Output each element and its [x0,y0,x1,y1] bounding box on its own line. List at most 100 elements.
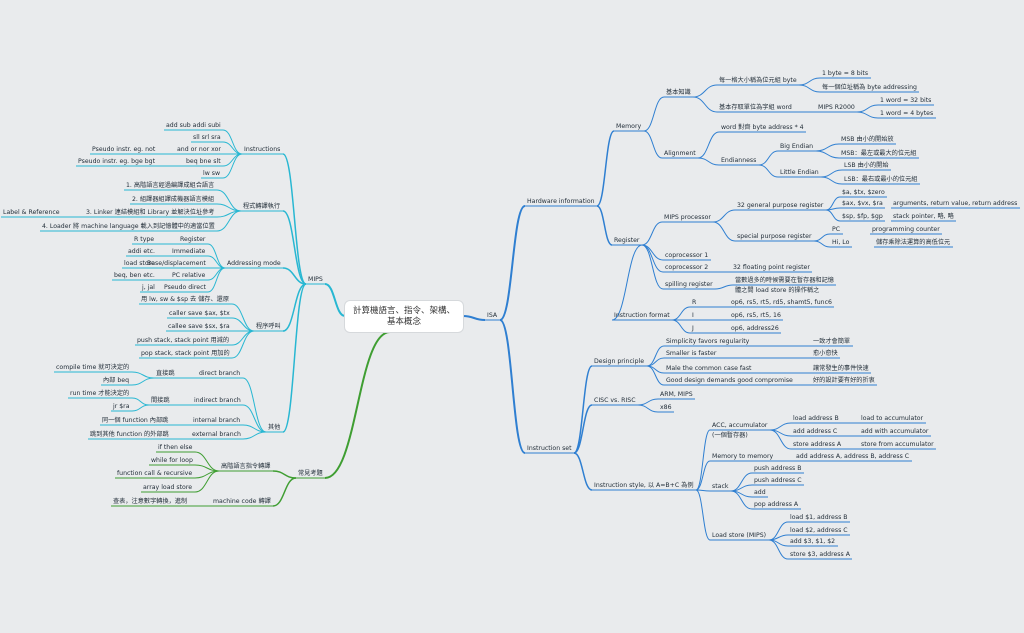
node-stk2[interactable]: add [754,489,766,496]
node-cmp3[interactable]: 4. Loader 將 machine language 載入到記憶體中的適當位… [42,223,215,230]
node-ins3[interactable]: beq bne slt [186,158,221,165]
node-lr[interactable]: Label & Reference [3,209,60,216]
node-exam[interactable]: 常見考題 [298,470,323,477]
node-c0[interactable]: ARM, MIPS [660,391,693,398]
node-gpd1[interactable]: arguments, return value, return address [893,200,1018,207]
node-ints[interactable]: 同一個 function 內部跳 [102,417,169,424]
node-acc0[interactable]: load address B [793,415,839,422]
node-acc2[interactable]: store address A [793,441,842,448]
node-call0[interactable]: 用 lw, sw & $sp 去 儲存、還原 [141,296,230,303]
node-byte[interactable]: 每一格大小稱為位元組 byte [719,77,797,84]
node-ind1[interactable]: jr $ra [113,403,130,410]
node-sp1[interactable]: Hi, Lo [832,239,850,246]
node-big[interactable]: Big Endian [780,143,814,150]
node-dpd2[interactable]: 讓常發生的事件快速 [813,365,869,372]
node-adm4[interactable]: Pseudo direct [164,284,206,291]
node-ifd2[interactable]: op6, address26 [731,325,779,332]
node-mp[interactable]: MIPS processor [664,214,711,221]
node-lit[interactable]: Little Endian [780,169,819,176]
node-cmp0[interactable]: 1. 高階語言經過編譯成組合語言 [126,182,215,189]
node-ind0[interactable]: run time 才能決定的 [70,390,130,397]
node-c1[interactable]: x86 [660,404,672,411]
node-inds[interactable]: 間接跳 [151,397,170,404]
node-mem[interactable]: Memory [616,123,642,130]
node-admk4[interactable]: j, jal [142,284,155,291]
node-b0[interactable]: 1 byte = 8 bits [822,70,869,77]
node-cop1[interactable]: coprocessor 1 [665,252,709,259]
node-b1[interactable]: 每一個位址稱為 byte addressing [822,84,917,91]
node-m2mi[interactable]: add address A, address B, address C [796,453,910,460]
node-bg1[interactable]: MSB：最左或最大的位元組 [841,150,917,157]
node-stk[interactable]: stack [712,483,729,490]
node-stk0[interactable]: push address B [754,465,802,472]
node-acc1[interactable]: add address C [793,428,838,435]
node-isa[interactable]: ISA [487,312,498,319]
node-mips[interactable]: MIPS [308,276,323,283]
node-mc0[interactable]: 查表，注意數字轉換，進制 [113,498,188,505]
node-call1[interactable]: caller save $ax, $tx [169,310,230,317]
node-spill[interactable]: spilling register [665,281,713,288]
node-align[interactable]: Alignment [664,150,696,157]
node-word[interactable]: 基本存取單位為字組 word [719,104,792,111]
node-sp[interactable]: special purpose register [737,233,812,240]
node-cmp2[interactable]: 3. Linker 連結模組和 Library 並解決位址參考 [86,209,215,216]
node-adm1[interactable]: Immediate [172,248,206,255]
node-ifd1[interactable]: op6, rs5, rt5, 16 [731,312,781,319]
node-call2[interactable]: callee save $sx, $ra [168,323,230,330]
node-st[interactable]: Instruction style, 以 A=B+C 為例 [594,482,694,489]
node-admk2[interactable]: load store [124,260,155,267]
node-cmp1[interactable]: 2. 組譯器組譯成機器語言模組 [132,196,215,203]
node-hll[interactable]: 高階語言指令轉譯 [221,463,271,470]
node-dp[interactable]: Design principle [594,358,645,365]
node-cisc[interactable]: CISC vs. RISC [594,397,636,404]
node-dir[interactable]: direct branch [199,370,241,377]
node-ls2[interactable]: add $3, $1, $2 [790,538,836,545]
node-gp[interactable]: 32 general purpose register [737,202,824,209]
node-dir0[interactable]: compile time 就可決定的 [56,364,130,371]
node-adm3[interactable]: PC relative [172,272,206,279]
node-cop2n[interactable]: 32 floating point register [733,264,810,271]
node-call4[interactable]: pop stack, stack point 用加的 [141,350,230,357]
node-acc-label2[interactable]: (一個暫存器) [712,432,748,439]
node-ifmt[interactable]: Instruction format [614,312,670,319]
node-ls[interactable]: Load store (MIPS) [712,532,767,539]
node-spd1[interactable]: 儲存乘除法運算的高低位元 [876,239,951,246]
node-dp0[interactable]: Simplicity favors regularity [666,338,750,345]
node-wm[interactable]: MIPS R2000 [818,104,855,111]
node-ls3[interactable]: store $3, address A [790,551,850,558]
node-insp2[interactable]: Pseudo instr. eg. not [92,146,156,153]
node-hw[interactable]: Hardware information [527,198,595,205]
node-gp1[interactable]: $ax, $vx, $ra [842,200,883,207]
node-ind[interactable]: indirect branch [194,397,241,404]
node-exts[interactable]: 跳到其他 function 的外部跳 [90,431,169,438]
node-m2m[interactable]: Memory to memory [712,453,774,460]
node-dpd3[interactable]: 好的設計要有好的折衷 [813,377,875,384]
node-dp3[interactable]: Good design demands good compromise [666,377,793,384]
node-lt0[interactable]: LSB 由小的開始 [844,162,889,169]
node-spn1[interactable]: 當數過多的時候需要在暫存器和記憶 [735,277,834,284]
node-accd2[interactable]: store from accumulator [861,441,934,448]
node-if2[interactable]: J [692,325,694,332]
node-mc[interactable]: machine code 轉譯 [213,498,271,505]
node-int[interactable]: internal branch [193,417,241,424]
node-insp3[interactable]: Pseudo instr. eg. bge bgt [78,158,156,165]
node-bg0[interactable]: MSB 由小的開始放 [841,136,894,143]
node-dp2[interactable]: Male the common case fast [666,365,752,372]
node-ls1[interactable]: load $2, address C [790,527,848,534]
node-spilling-note2[interactable]: 體之間 load store 的操作稱之 [735,287,820,294]
node-hll3[interactable]: array load store [143,484,193,491]
node-if1[interactable]: I [692,312,694,319]
node-admk3[interactable]: beq, ben etc. [114,272,155,279]
node-wr[interactable]: word 對齊 byte address * 4 [721,124,804,131]
node-ls0[interactable]: load $1, address B [790,514,848,521]
node-lt1[interactable]: LSB：最右或最小的位元組 [844,176,918,183]
node-basic[interactable]: 基本知識 [666,89,691,96]
node-accd1[interactable]: add with accumulator [861,428,929,435]
node-ext[interactable]: external branch [192,431,241,438]
node-stk3[interactable]: pop address A [754,501,799,508]
node-stk1[interactable]: push address C [754,477,802,484]
node-w1[interactable]: 1 word = 4 bytes [880,110,934,117]
node-oth[interactable]: 其他 [268,424,281,431]
node-w0[interactable]: 1 word = 32 bits [880,97,932,104]
node-ins1[interactable]: sll srl sra [193,134,221,141]
